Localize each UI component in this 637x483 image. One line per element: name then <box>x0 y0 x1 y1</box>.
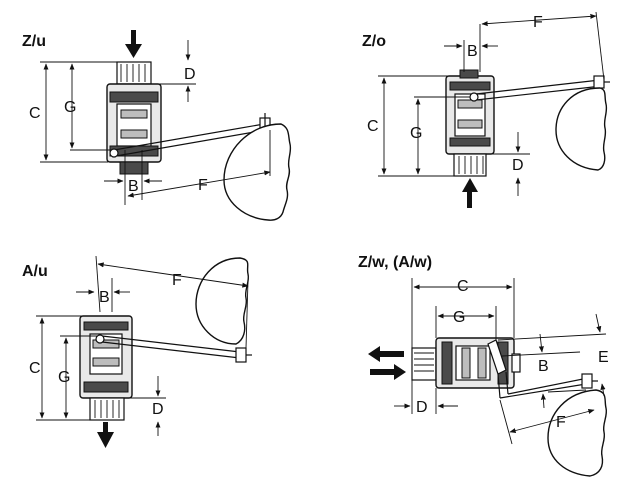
valve-body <box>106 61 162 175</box>
inlet-arrow-up-icon <box>462 178 478 208</box>
label-f: F <box>556 414 566 431</box>
dim-g: G <box>410 96 470 175</box>
panel-title-z-w-a-w: Z/w, (A/w) <box>358 254 432 271</box>
label-f: F <box>172 272 182 289</box>
label-e: E <box>598 349 609 366</box>
dim-b: B <box>501 333 587 409</box>
dim-e: E <box>497 313 609 397</box>
label-f: F <box>198 177 208 194</box>
panel-z-w-a-w: Z/w, (A/w) <box>358 254 609 477</box>
label-d: D <box>416 399 428 416</box>
float-ball <box>195 257 250 345</box>
inlet-arrow-down-icon <box>125 30 142 58</box>
valve-body <box>79 315 133 421</box>
dim-c: C <box>29 315 90 421</box>
label-b: B <box>99 289 110 306</box>
label-b: B <box>128 178 139 195</box>
dim-c: C <box>411 278 515 348</box>
float-arm <box>109 113 278 158</box>
dim-g: G <box>64 63 112 151</box>
float-arm <box>95 334 252 363</box>
label-d: D <box>512 157 524 174</box>
dim-c: C <box>29 61 118 163</box>
label-b: B <box>467 43 478 60</box>
flow-arrows-icon <box>368 346 406 380</box>
float-ball <box>547 389 608 477</box>
panel-title-a-u: A/u <box>22 263 48 280</box>
float-ball <box>555 87 608 171</box>
label-d: D <box>152 401 164 418</box>
label-c: C <box>457 278 469 295</box>
panel-a-u: A/u <box>22 255 252 448</box>
panel-title-z-u: Z/u <box>22 33 46 50</box>
label-g: G <box>64 99 76 116</box>
panel-title-z-o: Z/o <box>362 33 386 50</box>
label-c: C <box>367 118 379 135</box>
dim-d: D <box>126 376 166 436</box>
dim-f: F <box>127 130 271 198</box>
label-g: G <box>58 369 70 386</box>
dim-d: D <box>487 132 530 196</box>
dim-d: D <box>152 40 196 102</box>
label-c: C <box>29 105 41 122</box>
dim-f: F <box>481 11 605 81</box>
dim-b: B <box>444 24 498 72</box>
label-g: G <box>410 125 422 142</box>
dim-f: F <box>97 262 249 349</box>
outlet-arrow-down-icon <box>97 422 114 448</box>
label-d: D <box>184 66 196 83</box>
dim-g: G <box>435 306 497 340</box>
float-ball <box>223 123 292 221</box>
dim-g: G <box>58 335 98 419</box>
panel-z-o: Z/o <box>362 11 610 208</box>
dim-c: C <box>367 75 455 177</box>
lever-arm <box>487 339 507 375</box>
valve-body <box>445 69 495 177</box>
dim-f: F <box>499 399 595 445</box>
dim-d: D <box>394 380 458 416</box>
panel-z-u: Z/u <box>22 30 292 221</box>
label-g: G <box>453 309 465 326</box>
float-arm <box>497 371 598 399</box>
label-f: F <box>533 14 543 31</box>
label-b: B <box>538 358 549 375</box>
label-c: C <box>29 360 41 377</box>
